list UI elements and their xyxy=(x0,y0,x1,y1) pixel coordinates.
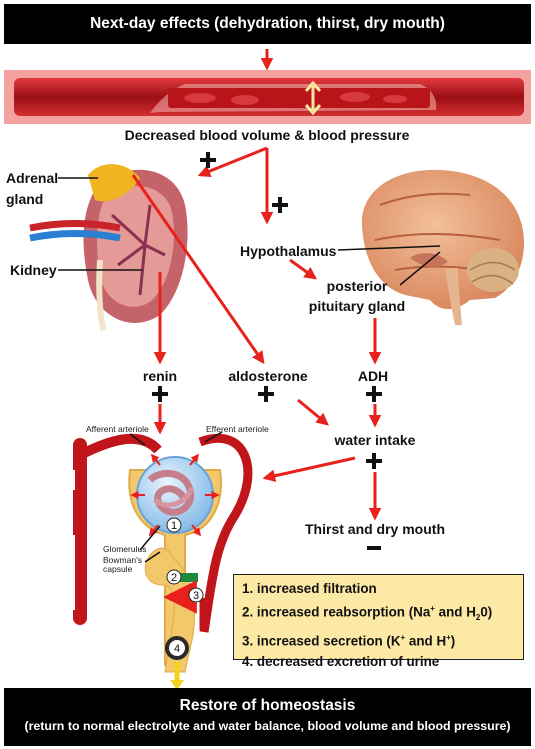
adrenal-gland-label: Adrenal gland xyxy=(6,170,59,207)
effects-box: 1. increased filtration 2. increased rea… xyxy=(233,574,524,669)
posterior-pituitary-label: posterior pituitary gland xyxy=(308,278,406,314)
marker-1: 1 xyxy=(171,520,177,532)
efferent-arteriole-label: Efferent arteriole xyxy=(206,424,269,434)
renin-label: renin xyxy=(142,368,178,384)
bottom-subtitle: (return to normal electrolyte and water … xyxy=(24,719,511,733)
nephron-illustration xyxy=(73,433,253,690)
plus-minus-signs xyxy=(152,152,382,550)
marker-3: 3 xyxy=(193,590,199,602)
bowmans-capsule-label: Bowman's capsule xyxy=(103,555,142,574)
blood-vessel-illustration xyxy=(4,70,531,124)
effect-4: 4. decreased excretion of urine xyxy=(242,653,440,669)
effect-2: 2. increased reabsorption (Na+ and H20) xyxy=(242,604,493,623)
top-banner: Next-day effects (dehydration, thirst, d… xyxy=(4,4,531,44)
brain-illustration xyxy=(361,169,525,325)
nephron-number-markers: 1 2 3 4 xyxy=(166,517,204,655)
decreased-volume-label: Decreased blood volume & blood pressure xyxy=(124,127,410,143)
adh-label: ADH xyxy=(357,368,389,384)
effect-3: 3. increased secretion (K+ and H+) xyxy=(242,633,456,649)
flow-arrows xyxy=(131,49,382,521)
marker-2: 2 xyxy=(171,572,177,584)
bottom-banner: Restore of homeostasis (return to normal… xyxy=(4,688,531,746)
callout-lines xyxy=(58,177,441,563)
marker-4: 4 xyxy=(174,643,180,655)
hypothalamus-label: Hypothalamus xyxy=(240,243,337,259)
bottom-title: Restore of homeostasis xyxy=(179,697,356,714)
afferent-arteriole-label: Afferent arteriole xyxy=(86,424,149,434)
kidney-illustration xyxy=(29,164,188,332)
aldosterone-label: aldosterone xyxy=(228,368,308,384)
thirst-label: Thirst and dry mouth xyxy=(305,521,445,537)
water-intake-label: water intake xyxy=(334,432,416,448)
kidney-label: Kidney xyxy=(10,262,57,278)
glomerulus-label: Glomerulus xyxy=(103,544,147,554)
effect-1: 1. increased filtration xyxy=(242,581,377,596)
